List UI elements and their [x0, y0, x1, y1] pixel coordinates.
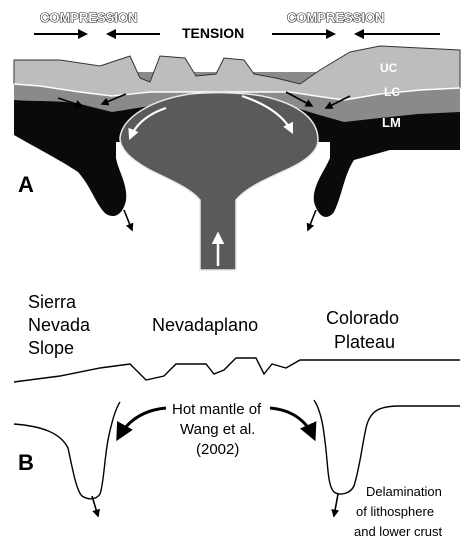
layer-label-lm: LM	[382, 115, 401, 130]
panel-a-letter: A	[18, 172, 34, 197]
hot-mantle-label-3: (2002)	[196, 441, 239, 458]
lithosphere-base-curve-right	[314, 400, 460, 494]
delamination-arrow-right	[334, 494, 338, 516]
region-label-sierra-1: Sierra	[28, 292, 77, 312]
panel-b: Sierra Nevada Slope Nevadaplano Colorado…	[14, 292, 460, 539]
region-label-sierra-2: Nevada	[28, 315, 91, 335]
delamination-label-2: of lithosphere	[356, 504, 434, 519]
region-label-colorado-2: Plateau	[334, 332, 395, 352]
panel-a: COMPRESSION TENSION COMPRESSION UC LC LM	[14, 10, 460, 270]
compression-label-left: COMPRESSION	[40, 10, 138, 25]
tension-label: TENSION	[182, 25, 244, 41]
compression-label-right: COMPRESSION	[287, 10, 385, 25]
hot-mantle-label-1: Hot mantle of	[172, 401, 262, 418]
hot-mantle-label-2: Wang et al.	[180, 421, 255, 438]
delamination-arrow-left	[92, 496, 98, 516]
drip-arrow-right	[308, 210, 316, 230]
drip-arrow-left	[124, 210, 132, 230]
delamination-label-3: and lower crust	[354, 524, 443, 539]
layer-label-lc: LC	[384, 85, 400, 99]
region-label-sierra-3: Slope	[28, 338, 74, 358]
surface-topography-line	[14, 358, 460, 382]
panel-b-letter: B	[18, 450, 34, 475]
hot-mantle-arrow-left	[118, 408, 166, 438]
hot-mantle-arrow-right	[270, 408, 314, 438]
layer-label-uc: UC	[380, 61, 398, 75]
region-label-colorado-1: Colorado	[326, 308, 399, 328]
region-label-nevadaplano: Nevadaplano	[152, 315, 258, 335]
delamination-label-1: Delamination	[366, 484, 442, 499]
